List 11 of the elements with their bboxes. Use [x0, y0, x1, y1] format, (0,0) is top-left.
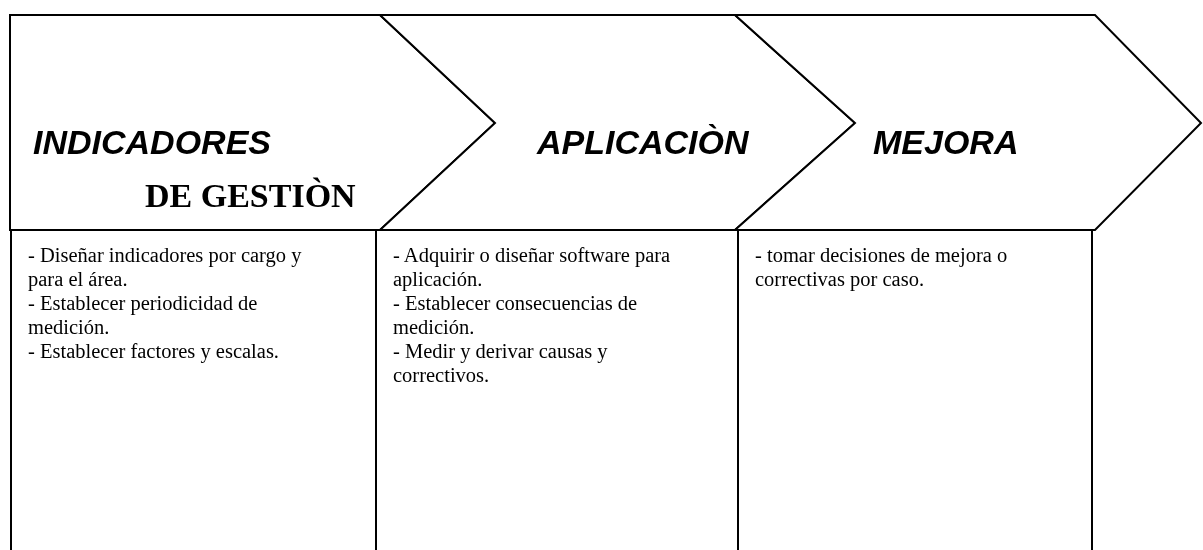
stage-heading: DE GESTIÒN — [145, 177, 356, 215]
stage-heading: INDICADORES — [33, 123, 272, 162]
bullet-item: - Adquirir o diseñar software para aplicación. — [393, 243, 672, 291]
stage-heading: APLICACIÒN — [537, 123, 749, 162]
bullet-item: - Establecer periodicidad de medición. — [28, 291, 259, 339]
bullet-item: - Establecer factores y escalas. — [28, 339, 280, 363]
bullet-item: - tomar decisiones de mejora o correctivas por caso. — [755, 243, 1009, 291]
bullet-item: - Establecer consecuencias de medición. — [393, 291, 639, 339]
bullet-item: - Medir y derivar causas y correctivos. — [393, 339, 609, 387]
bullet-item: - Diseñar indicadores por cargo y para el área. — [28, 243, 303, 291]
stage-heading: MEJORA — [873, 123, 1019, 162]
